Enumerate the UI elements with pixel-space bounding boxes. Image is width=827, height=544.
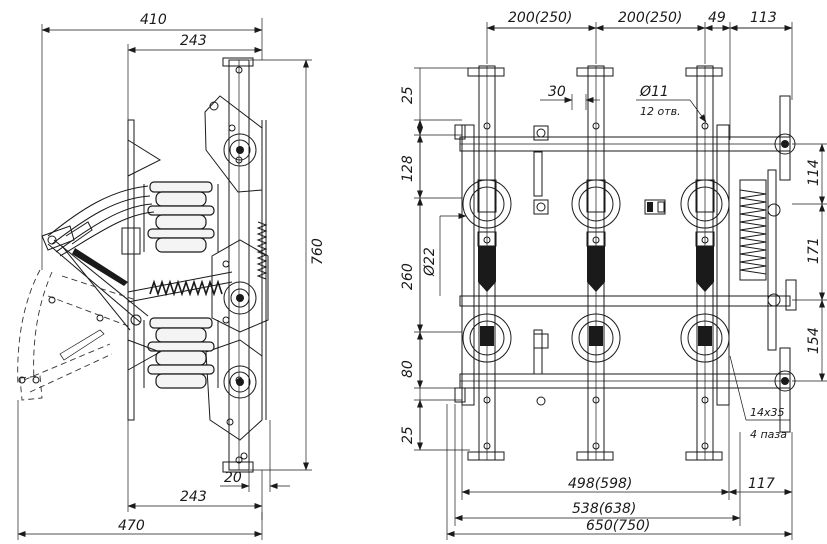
dim-650-label: 650(750): [586, 518, 650, 534]
dim-pitch-2-label: 200(250): [618, 10, 682, 26]
front-drive-mechanism: [739, 95, 797, 433]
dim-left-chain: 25 128 260 80 25 Ø22: [400, 67, 470, 451]
dim-243-bottom: 243: [127, 420, 263, 520]
front-view: 200(250) 200(250) 49 113 30 Ø11 12 отв.: [400, 10, 827, 540]
dim-top-chain: 200(250) 200(250) 49 113: [486, 10, 793, 140]
dim-538-label: 538(638): [572, 501, 636, 517]
dim-470-label: 470: [118, 518, 145, 534]
dim-760: 760: [250, 59, 326, 471]
dim-left-80-label: 80: [400, 360, 416, 378]
dim-left-128-label: 128: [400, 155, 416, 182]
dim-470: 470: [17, 400, 263, 540]
dim-30-label: 30: [548, 84, 566, 100]
dim-243-top-label: 243: [180, 33, 207, 49]
dim-498-label: 498(598): [568, 476, 632, 492]
dim-410: 410: [41, 12, 263, 270]
slot-size-label: 14x35: [750, 406, 785, 419]
side-left-plate: [121, 119, 162, 421]
side-upper-insulator: [143, 181, 219, 253]
side-vertical-spring: [256, 221, 268, 280]
side-upper-arm: [204, 95, 263, 193]
dim-49-label: 49: [708, 10, 726, 26]
dim-117-label: 117: [748, 476, 775, 492]
dim-left-25-top-label: 25: [400, 86, 416, 104]
front-phase-2: [571, 65, 621, 461]
side-lower-arm: [205, 339, 263, 460]
slot-count-label: 4 паза: [750, 428, 787, 441]
hole-count-label: 12 отв.: [640, 105, 681, 118]
dim-pitch-1-label: 200(250): [508, 10, 572, 26]
dim-bottom-chain: 498(598) 117 538(638) 650(750): [446, 404, 793, 540]
side-lower-insulator: [143, 317, 219, 389]
front-phase-1: [462, 65, 512, 461]
dim-left-25-bottom-label: 25: [400, 426, 416, 444]
slot-annotation: 14x35 4 паза: [729, 355, 790, 441]
front-phase-3: [680, 65, 730, 461]
dim-243-top: 243: [127, 33, 263, 120]
dim-right-chain: 114 171 154: [792, 143, 827, 382]
side-view: 410 243 760: [17, 12, 326, 540]
dim-410-label: 410: [140, 12, 167, 28]
dim-left-260-label: 260: [400, 263, 416, 290]
side-blade-closed: [41, 185, 155, 331]
front-brackets: [533, 125, 666, 406]
dim-243-bottom-label: 243: [180, 489, 207, 505]
dim-right-154-label: 154: [806, 327, 822, 354]
side-blade-open: [17, 269, 137, 401]
dim-right-114-label: 114: [806, 159, 822, 186]
side-middle-pivot: [211, 239, 269, 333]
side-horizontal-spring: [127, 271, 233, 303]
dim-dia22-label: Ø22: [422, 247, 438, 277]
dim-30-and-holes: 30 Ø11 12 отв.: [540, 84, 707, 123]
dim-20: 20: [220, 420, 290, 492]
dim-113-label: 113: [750, 10, 777, 26]
dim-760-label: 760: [310, 238, 326, 265]
dim-20-label: 20: [224, 470, 242, 486]
hole-dia-label: Ø11: [639, 84, 669, 100]
dim-right-171-label: 171: [806, 237, 822, 264]
